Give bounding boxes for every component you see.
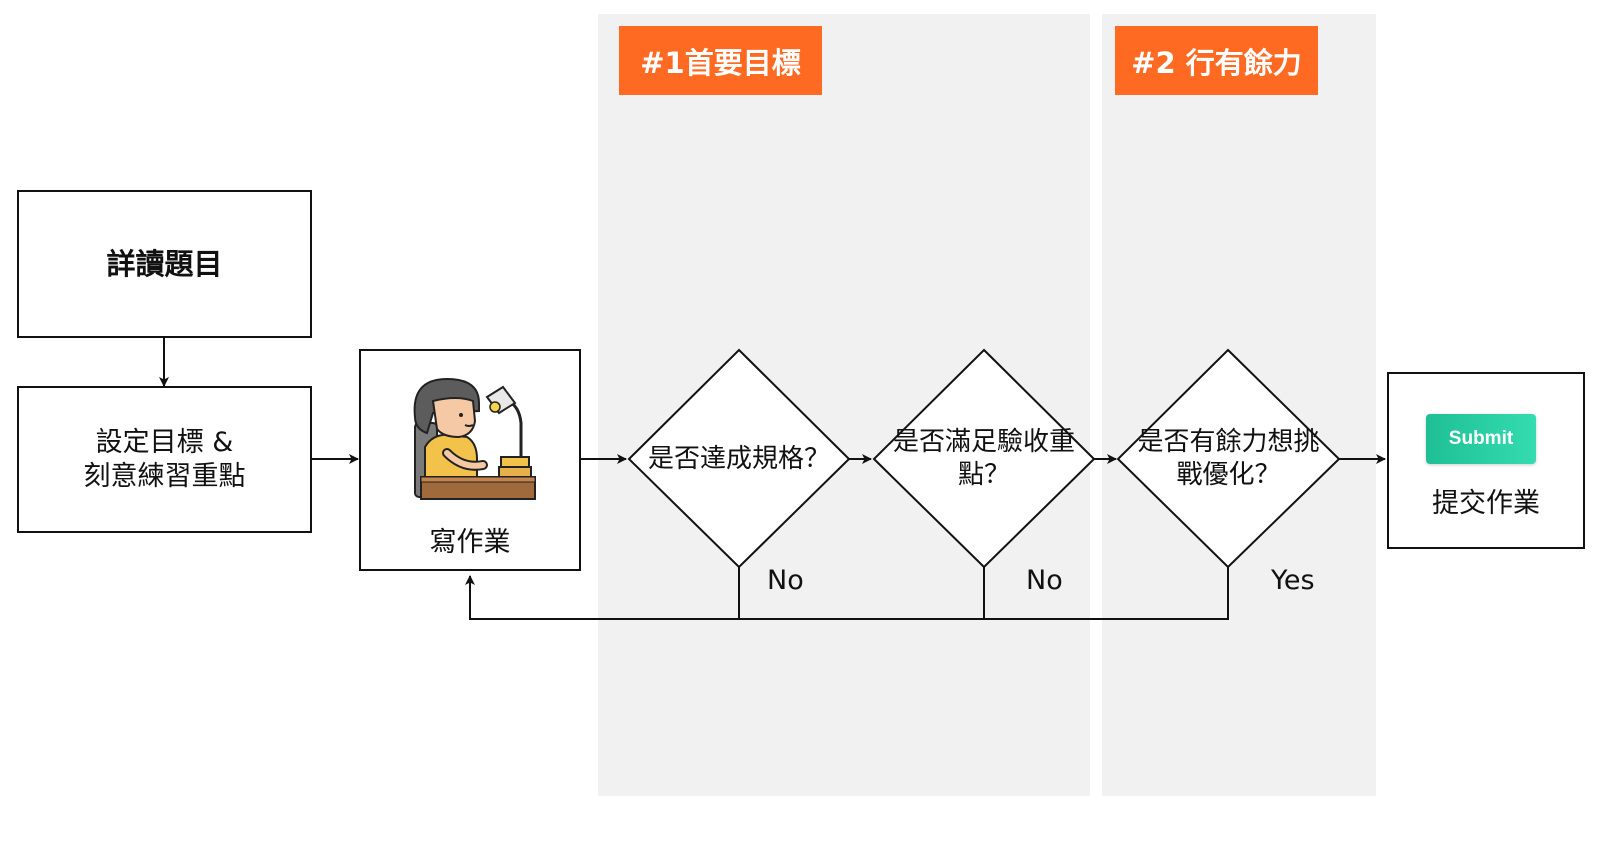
node-read-question: 詳讀題目 [17, 190, 312, 338]
node-set-goal-label: 設定目標 & 刻意練習重點 [83, 426, 246, 492]
diamond-accept [872, 348, 1096, 569]
node-write-homework-label: 寫作業 [429, 527, 511, 558]
edge-label-no-1: No [767, 565, 804, 596]
diamond-spec-label: 是否達成規格？ [647, 443, 830, 474]
diamond-spec [627, 348, 851, 569]
edge-label-yes: Yes [1271, 565, 1315, 596]
node-write-homework: 寫作業 [359, 349, 581, 571]
node-set-goal: 設定目標 & 刻意練習重點 [17, 386, 312, 533]
submit-button[interactable]: Submit [1426, 414, 1536, 464]
student-writing-icon [403, 373, 537, 501]
edge-label-no-2: No [1026, 565, 1063, 596]
node-read-question-label: 詳讀題目 [106, 247, 223, 281]
diamond-accept-label: 是否滿足驗收重 點？ [892, 427, 1075, 490]
lane-primary-goal-tag: #1首要目標 [619, 26, 822, 95]
diamond-optimize-label: 是否有餘力想挑 戰優化？ [1137, 427, 1320, 490]
lane-stretch-goal-tag: #2 行有餘力 [1115, 26, 1318, 95]
edge-feedback-loop [465, 567, 1229, 620]
diamond-optimize [1116, 348, 1341, 569]
node-submit-homework-label: 提交作業 [1432, 488, 1540, 519]
